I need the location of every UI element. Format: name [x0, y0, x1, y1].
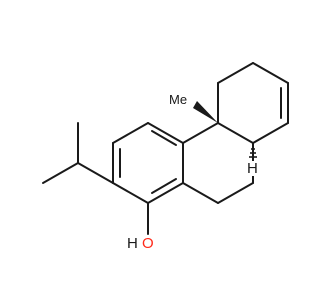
molecule-drawing: [42, 62, 289, 235]
bond: [147, 182, 184, 204]
hydroxyl-oxygen: O: [141, 235, 155, 252]
hash-bond: [249, 143, 257, 158]
stereo-hydrogen: H: [246, 160, 259, 177]
hydroxyl-hydrogen: H: [126, 235, 139, 252]
bond: [112, 182, 149, 204]
bond: [147, 122, 184, 144]
bond: [182, 122, 219, 144]
bond: [252, 62, 289, 84]
double-bond: [151, 178, 177, 194]
bond: [217, 182, 254, 204]
double-bond: [151, 130, 177, 146]
bond: [217, 122, 254, 144]
methyl-wedge-bond: [193, 101, 218, 123]
bond: [217, 62, 254, 84]
bond: [112, 122, 149, 144]
structure-canvas: H Me O H: [42, 62, 289, 252]
bond: [42, 162, 79, 184]
bond: [182, 182, 219, 204]
methyl-label: Me: [168, 92, 189, 107]
bond: [252, 122, 289, 144]
bond: [77, 162, 114, 184]
